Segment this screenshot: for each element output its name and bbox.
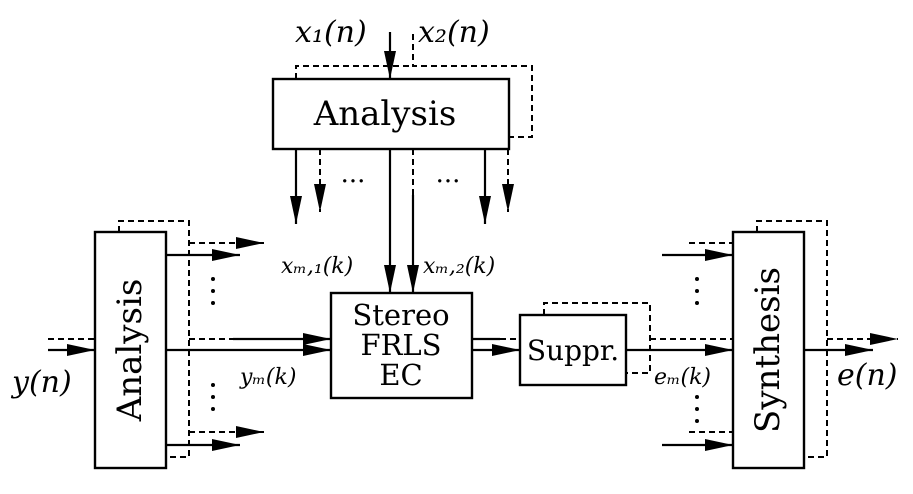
analysis-left-label: Analysis — [110, 279, 150, 423]
synthesis-block: Synthesis — [731, 230, 806, 470]
em-label: eₘ(k) — [654, 365, 711, 390]
left-vertical-dots-bottom — [211, 383, 215, 411]
analysis-top-block: Analysis — [271, 77, 511, 151]
x1-label: x₁(n) — [295, 15, 367, 50]
suppressor-label: Suppr. — [527, 334, 619, 367]
ellipsis-top-left: ··· — [341, 167, 366, 197]
suppressor-block: Suppr. — [518, 313, 628, 387]
analysis-top-label: Analysis — [313, 94, 457, 134]
xm2-label: xₘ,₂(k) — [423, 254, 495, 279]
analysis-left-block: Analysis — [93, 230, 168, 470]
ym-label: yₘ(k) — [239, 365, 296, 390]
y-label: y(n) — [10, 365, 72, 400]
x2-label: x₂(n) — [418, 15, 490, 50]
right-vertical-dots-bottom — [695, 395, 699, 423]
right-vertical-dots-top — [695, 277, 699, 305]
left-feedback-path — [118, 220, 190, 458]
suppr-feedback-path — [543, 302, 651, 374]
synth-feedback-path — [756, 220, 828, 458]
e-label: e(n) — [837, 358, 897, 393]
x2-top-path — [295, 65, 413, 79]
xm1-label: xₘ,₁(k) — [281, 254, 353, 279]
ec-label-line2: FRLS — [360, 328, 441, 362]
x2-feedback-path — [412, 34, 533, 138]
echo-canceller-block: Stereo FRLS EC — [329, 291, 474, 400]
ec-label-line3: EC — [379, 358, 422, 392]
left-vertical-dots-top — [211, 277, 215, 305]
ec-label-line1: Stereo — [352, 298, 449, 332]
synthesis-label: Synthesis — [748, 267, 788, 433]
ellipsis-top-right: ··· — [436, 167, 461, 197]
